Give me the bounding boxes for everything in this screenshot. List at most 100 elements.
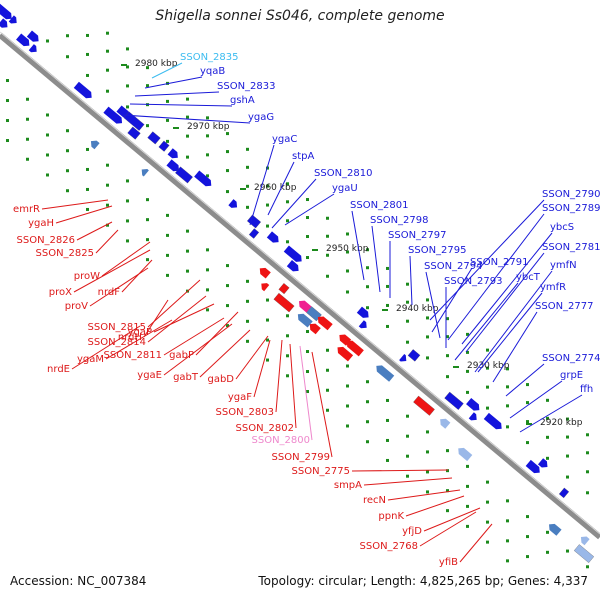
gc-dot [6,99,9,103]
forward-label-line [519,394,583,433]
gc-dot [566,435,569,439]
forward-gene-label: SSON_2777 [535,301,594,312]
gc-dot [366,285,369,289]
forward-gene-label: SSON_2793 [444,276,503,287]
gc-dot [366,420,369,424]
gc-dot [566,475,569,479]
gene-block [273,292,295,313]
forward-label-line [505,363,545,397]
gc-dot [26,117,29,121]
reverse-gene-label: SSON_2799 [272,452,331,463]
forward-gene-label: stpA [292,151,314,162]
gc-dot [446,317,449,321]
gc-dot [286,374,289,378]
gc-dot [466,524,469,528]
reverse-gene-label: ygaH [28,218,54,229]
reverse-gene-label: SSON_2814 [88,337,147,348]
gc-dot [6,139,9,143]
reverse-label-line [199,329,251,378]
gc-dot [166,118,169,122]
gc-dot [346,404,349,408]
gc-dot [506,425,509,429]
reverse-label-line [143,299,169,338]
gc-dot [526,555,529,559]
reverse-gene-label: yfjD [402,526,422,537]
forward-gene-label: SSON_2774 [542,353,600,364]
reverse-gene-label: ygaF [228,392,252,403]
gc-dot [186,269,189,273]
tick-label: 2950 kbp [326,244,369,254]
forward-label-line [267,161,295,216]
gc-dot [246,339,249,343]
gc-dot [366,306,369,310]
gc-dot [86,147,89,151]
gc-dot [506,404,509,408]
gc-dot [466,332,469,336]
reverse-label-line [147,279,201,328]
gene-arrow [103,106,123,124]
gc-dot [126,239,129,243]
gc-dot [426,490,429,494]
gene-arrow [297,313,313,328]
gene-block [407,349,421,362]
gene-arrow [141,169,149,177]
gc-dot [386,458,389,462]
gene-block [558,487,570,499]
gc-dot [586,491,589,495]
gc-dot [426,316,429,320]
gc-dot [386,266,389,270]
forward-gene-label: SSON_2797 [388,230,447,241]
reverse-gene-label: ygaM [77,354,104,365]
reverse-label-line [459,523,493,563]
gc-dot [226,284,229,288]
gc-dot [206,174,209,178]
gc-dot [486,540,489,544]
gc-dot [526,441,529,445]
gc-dot [546,550,549,554]
gc-dot [106,68,109,72]
gc-dot [146,124,149,128]
forward-gene-label: ymfR [540,282,566,293]
gc-dot [106,223,109,227]
forward-label-line [425,271,441,339]
gc-dot [66,189,69,193]
gc-dot [566,417,569,421]
forward-gene-label: SSON_2835 [180,52,239,63]
gc-dot [346,364,349,368]
gc-dot [426,298,429,302]
reverse-gene-label: SSON_2811 [104,350,163,361]
gc-dot [366,440,369,444]
reverse-label-line [235,335,269,380]
gc-dot [326,348,329,352]
reverse-label-line [163,317,225,356]
reverse-label-line [299,345,313,441]
gc-dot [366,380,369,384]
forward-label-line [351,210,365,281]
forward-label-line [129,103,233,107]
gc-dot [306,370,309,374]
reverse-gene-label: ygaP [128,327,152,338]
gc-dot [86,52,89,56]
gc-dot [46,153,49,157]
gc-dot [306,330,309,334]
reverse-gene-label: ygaE [137,370,162,381]
gc-dot [426,335,429,339]
reverse-gene-label: proV [65,301,88,312]
forward-gene-label: ygaG [248,112,274,123]
gc-dot [206,268,209,272]
gene-block [248,228,260,239]
gc-dot [586,451,589,455]
gc-dot [126,179,129,183]
gc-dot [406,340,409,344]
reverse-gene-label: gabP [169,350,194,361]
gc-dot [226,169,229,173]
gene-arrow [116,105,129,118]
gc-dot [266,184,269,188]
reverse-label-line [289,343,297,429]
gc-dot [486,406,489,410]
forward-gene-label: SSON_2789 [542,203,600,214]
reverse-label-line [89,267,149,307]
gc-dot [6,119,9,123]
